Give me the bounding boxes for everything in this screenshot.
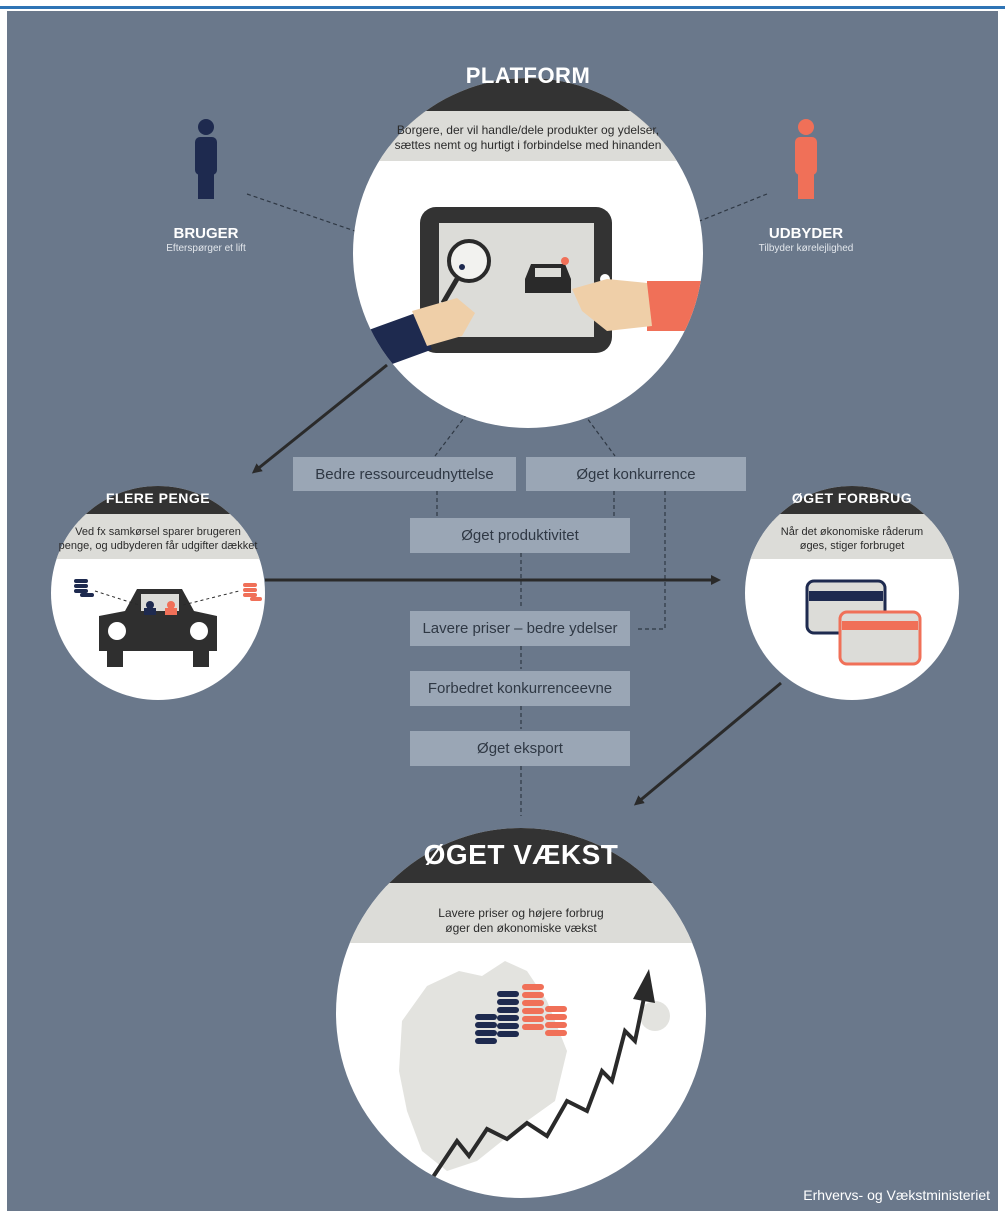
flere-penge-title: FLERE PENGE — [105, 490, 211, 506]
box-oget-produktivitet: Øget produktivitet — [410, 518, 630, 553]
bruger-label: BRUGER — [173, 225, 239, 242]
arrow-platform-to-penge — [251, 363, 388, 474]
coin-stacks-icon — [475, 984, 567, 1044]
flere-penge-circle — [51, 486, 265, 700]
flere-penge-description-line: penge, og udbyderen får udgifter dækket — [58, 540, 258, 552]
oget-forbrug-circle — [745, 486, 959, 700]
magnifier-icon — [447, 239, 491, 283]
bruger-sublabel: Efterspørger et lift — [166, 243, 246, 254]
diagram-artwork — [51, 78, 959, 1198]
oget-vaekst-description-line: øger den økonomiske vækst — [445, 921, 597, 935]
arrow-forbrug-to-vaekst — [633, 681, 782, 806]
connector-platform-ressource — [434, 413, 468, 457]
platform-circle — [353, 78, 703, 428]
credit-text: Erhvervs- og Vækstministeriet — [803, 1187, 990, 1203]
car-icon — [99, 589, 217, 651]
bruger-coins-icon — [74, 579, 94, 597]
oget-vaekst-title: ØGET VÆKST — [423, 839, 619, 870]
bruger-hand — [412, 298, 475, 346]
oget-forbrug-description: Når det økonomiske råderum øges, stiger … — [767, 525, 937, 553]
box-lavere-priser: Lavere priser – bedre ydelser — [410, 611, 630, 646]
flow-arrows — [251, 363, 782, 806]
udbyder-sleeve — [647, 281, 703, 331]
flere-penge-description: Ved fx samkørsel sparer brugeren penge, … — [58, 525, 258, 553]
udbyder-label: UDBYDER — [768, 225, 844, 242]
box-bedre-ressourceudnyttelse: Bedre ressourceudnyttelse — [293, 457, 516, 491]
oget-vaekst-circle — [336, 828, 706, 1198]
connector-konkurrence-priser — [637, 491, 666, 630]
udbyder-sublabel: Tilbyder kørelejlighed — [758, 243, 854, 254]
oget-forbrug-description-line: Når det økonomiske råderum — [780, 526, 924, 538]
platform-description-line: sættes nemt og hurtigt i forbindelse med… — [394, 138, 662, 152]
platform-title: PLATFORM — [465, 63, 591, 88]
top-rule — [0, 6, 1005, 9]
infographic-panel: PLATFORM Borgere, der vil handle/dele pr… — [7, 11, 998, 1211]
connector-platform-konkurrence — [583, 413, 616, 457]
udbyder-figure-icon — [795, 119, 817, 199]
oget-forbrug-title: ØGET FORBRUG — [791, 490, 913, 506]
flere-penge-description-line: Ved fx samkørsel sparer brugeren — [75, 526, 241, 538]
card-coral-icon — [838, 610, 922, 666]
bruger-figure-icon — [195, 119, 217, 199]
box-oget-eksport: Øget eksport — [410, 731, 630, 766]
oget-forbrug-description-line: øges, stiger forbruget — [799, 540, 905, 552]
udbyder-hand — [572, 279, 652, 331]
udbyder-coins-icon — [243, 583, 262, 601]
box-forbedret-konkurrenceevne: Forbedret konkurrenceevne — [410, 671, 630, 706]
box-oget-konkurrence: Øget konkurrence — [526, 457, 746, 491]
oget-vaekst-description: Lavere priser og højere forbrug øger den… — [391, 906, 651, 936]
oget-vaekst-description-line: Lavere priser og højere forbrug — [438, 906, 604, 920]
platform-description: Borgere, der vil handle/dele produkter o… — [368, 123, 688, 153]
growth-line-icon — [425, 992, 647, 1188]
platform-description-line: Borgere, der vil handle/dele produkter o… — [396, 123, 660, 137]
